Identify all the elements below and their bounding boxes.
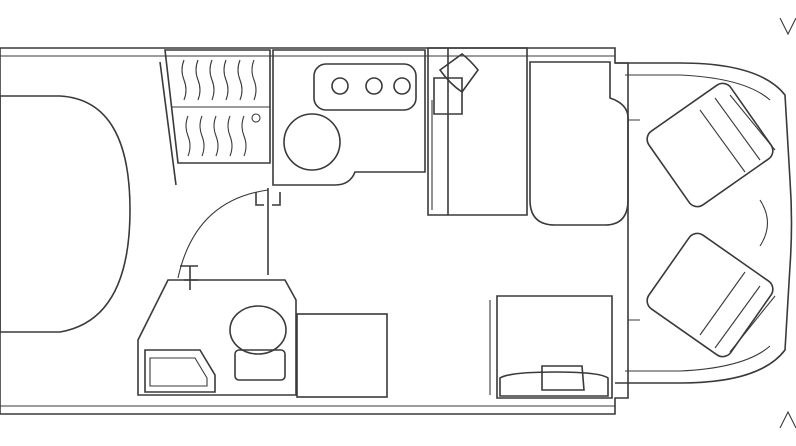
side-bench	[489, 295, 613, 399]
cab-window-line-top	[625, 74, 771, 101]
vehicle-body	[0, 47, 629, 415]
wardrobe	[159, 49, 271, 186]
fridge	[296, 313, 388, 398]
cab-floor-edge	[628, 119, 640, 321]
sink-icon	[283, 113, 341, 171]
mirror-top	[779, 17, 796, 36]
shower-tray-icon	[144, 349, 216, 393]
dashboard-line	[759, 199, 769, 247]
hob-icon	[313, 63, 417, 111]
kitchen	[272, 49, 426, 186]
dinette-bench	[427, 47, 528, 216]
washroom	[137, 279, 297, 396]
cab-outline	[615, 62, 793, 384]
cab-seat-top	[646, 82, 776, 208]
mirror-bottom	[779, 410, 796, 429]
pillow-icon	[541, 365, 585, 391]
snowflake-icon	[316, 330, 364, 384]
rear-bed	[0, 95, 131, 333]
cab-window-line-bottom	[625, 345, 771, 372]
dinette-table	[529, 61, 629, 226]
toilet-icon	[229, 305, 287, 355]
cab-seat-bottom	[646, 232, 776, 358]
pillow-icon	[438, 53, 480, 94]
washroom-door	[177, 188, 281, 290]
